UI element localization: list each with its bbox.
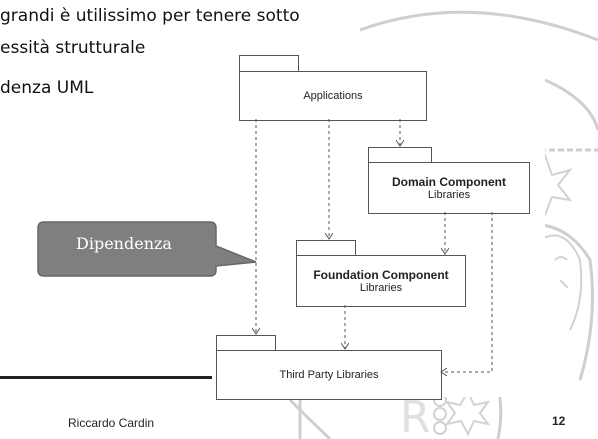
foundation-package-subtitle: Libraries [359,282,403,294]
domain-package-subtitle: Libraries [427,189,471,201]
foundation-package-title: Foundation Component [313,268,449,282]
foundation-package-tab [296,240,356,255]
foundation-component-package: Foundation Component Libraries [296,255,466,307]
footer-author: Riccardo Cardin [68,416,155,430]
applications-package-tab [239,55,299,71]
applications-package-title: Applications [303,90,363,102]
page-number: 12 [552,414,566,428]
third-party-package-tab [216,335,276,350]
domain-component-package: Domain Component Libraries [368,162,530,214]
dependency-callout-bubble [37,221,257,277]
slide-bullet-1: grandi è utilissimo per tenere sotto [0,6,300,26]
slide-bullet-2: essità strutturale [0,38,146,58]
domain-package-title: Domain Component [392,175,506,189]
applications-package: Applications [239,71,427,121]
third-party-package-title: Third Party Libraries [279,369,379,381]
footer-divider [0,376,212,379]
domain-package-tab [368,147,432,162]
slide-bullet-3: denza UML [0,78,94,98]
callout-label: Dipendenza [76,234,172,253]
third-party-libraries-package: Third Party Libraries [216,350,442,400]
dependency-domain-to-third-party [441,212,493,372]
